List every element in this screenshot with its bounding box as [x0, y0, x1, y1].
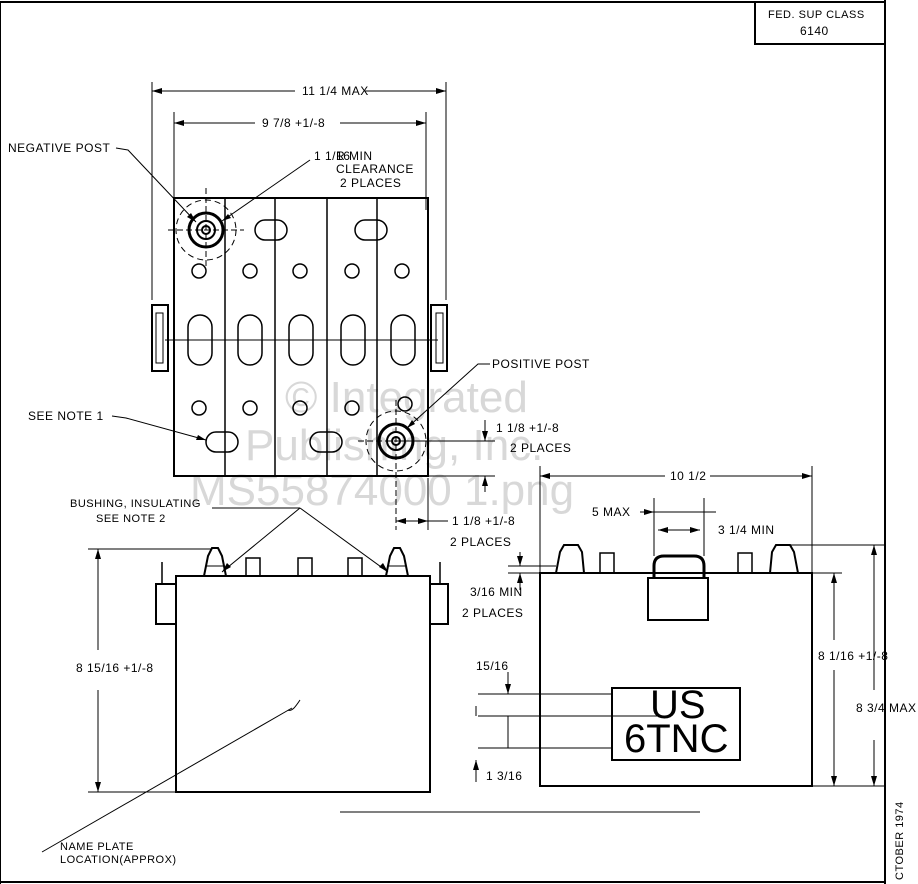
- label-bushing-1: BUSHING, INSULATING: [70, 498, 201, 510]
- title-block-label: FED. SUP CLASS: [768, 9, 865, 21]
- dim-height-max: 8 3/4 MAX: [856, 701, 917, 715]
- dim-width: 10 1/2: [670, 469, 706, 483]
- dim-post-height-places: 2 PLACES: [462, 606, 523, 620]
- label-clearance-3: 2 PLACES: [340, 176, 401, 190]
- dim-post-offset-2: 1 1/8 +1/-8: [452, 514, 515, 528]
- dim-overall-length: 11 1/4 MAX: [302, 84, 369, 98]
- label-bushing-2: SEE NOTE 2: [96, 513, 166, 525]
- side-date: CTOBER 1974: [894, 801, 906, 880]
- top-view: 11 1/4 MAX 9 7/8 +1/-8: [8, 82, 590, 549]
- label-positive-post: POSITIVE POST: [492, 357, 590, 371]
- dim-plate-top: 15/16: [476, 659, 509, 673]
- dim-post-offset-1-places: 2 PLACES: [510, 441, 571, 455]
- label-see-note-1: SEE NOTE 1: [28, 409, 104, 423]
- drawing-frame: [0, 0, 886, 884]
- watermark-line-3: MS55874000 1.png: [190, 466, 574, 515]
- dim-post-offset-2-places: 2 PLACES: [450, 535, 511, 549]
- dim-post-offset-1: 1 1/8 +1/-8: [496, 421, 559, 435]
- dim-height-front: 8 15/16 +1/-8: [76, 661, 154, 675]
- side-view: US 6TNC 10 1/2 5 MAX 3 1/4 MIN 3/16 MIN …: [340, 466, 917, 813]
- label-clearance-1: R MIN: [336, 149, 373, 163]
- title-block-value: 6140: [800, 24, 829, 38]
- dim-post-height: 3/16 MIN: [470, 585, 523, 599]
- label-negative-post: NEGATIVE POST: [8, 141, 110, 155]
- label-clearance-2: CLEARANCE: [336, 162, 414, 176]
- dim-height-side: 8 1/16 +1/-8: [818, 649, 888, 663]
- label-name-plate-2: LOCATION(APPROX): [60, 854, 177, 866]
- dim-clearance-radius: 1 1/16: [314, 149, 350, 163]
- nameplate-us: US: [650, 683, 706, 727]
- title-block: FED. SUP CLASS 6140: [754, 1, 886, 45]
- dim-handle-min: 3 1/4 MIN: [718, 523, 775, 537]
- nameplate-6tnc: 6TNC: [624, 717, 728, 761]
- dim-handle-5max: 5 MAX: [592, 505, 631, 519]
- dim-plate-bottom: 1 3/16: [486, 769, 522, 783]
- dim-cell-length: 9 7/8 +1/-8: [262, 116, 325, 130]
- watermark: © Integrated Publishing, Inc. MS55874000…: [190, 373, 574, 515]
- label-name-plate-1: NAME PLATE: [60, 841, 134, 853]
- front-view: BUSHING, INSULATING SEE NOTE 2 8 15/16 +…: [41, 498, 449, 866]
